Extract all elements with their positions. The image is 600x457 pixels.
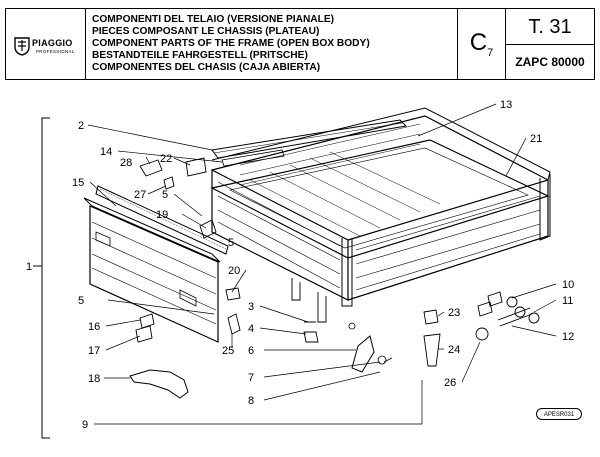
- callout-27: 27: [134, 189, 146, 201]
- section-code: C7: [469, 29, 494, 59]
- callout-3: 3: [248, 301, 254, 313]
- callout-8: 8: [248, 395, 254, 407]
- callout-25: 25: [222, 345, 234, 357]
- piaggio-logo: PIAGGIO PROFESSIONAL: [14, 35, 78, 57]
- callout-10: 10: [562, 279, 574, 291]
- callout-5b: 5: [78, 295, 84, 307]
- title-en: COMPONENT PARTS OF THE FRAME (OPEN BOX B…: [92, 38, 370, 50]
- callout-6: 6: [248, 345, 254, 357]
- part-25: [227, 313, 241, 335]
- part-26: [475, 327, 489, 341]
- callout-labels: 1 2 3 4 5 5 5 6 7 8 9 10 11 12 13 14 15 …: [26, 99, 574, 431]
- callout-21: 21: [530, 133, 542, 145]
- callout-1: 1: [26, 261, 32, 273]
- title-de: BESTANDTEILE FAHRGESTELL (PRITSCHE): [92, 50, 308, 62]
- title-it: COMPONENTI DEL TELAIO (VERSIONE PIANALE): [92, 14, 335, 25]
- part-28: [139, 159, 163, 177]
- group-bracket: [41, 117, 50, 439]
- title-fr: PIECES COMPOSANT LE CHASSIS (PLATEAU): [92, 26, 320, 38]
- callout-26: 26: [444, 377, 456, 389]
- drawing-reference-stamp: APESR031: [536, 408, 582, 420]
- callout-2: 2: [78, 120, 84, 132]
- logo-cell: PIAGGIO PROFESSIONAL: [6, 9, 86, 79]
- model-code: ZAPC 80000: [515, 55, 585, 69]
- callout-4: 4: [248, 323, 254, 335]
- box-body-drawing: [210, 107, 551, 330]
- code-cell: T. 31 ZAPC 80000: [506, 9, 594, 79]
- callout-28: 28: [120, 157, 132, 169]
- callout-11: 11: [562, 295, 573, 307]
- leader-lines: [87, 103, 557, 425]
- piaggio-shield-icon: [14, 37, 30, 56]
- callout-18: 18: [88, 373, 100, 385]
- top-rail: [211, 119, 408, 159]
- callout-17: 17: [88, 345, 100, 357]
- callout-19: 19: [156, 209, 168, 221]
- titles-cell: COMPONENTI DEL TELAIO (VERSIONE PIANALE)…: [86, 9, 458, 79]
- part-23: [423, 309, 439, 325]
- part-18: [129, 369, 189, 399]
- callout-13: 13: [500, 99, 512, 111]
- title-block: PIAGGIO PROFESSIONAL COMPONENTI DEL TELA…: [5, 8, 595, 80]
- part-17: [135, 325, 153, 343]
- callout-24: 24: [448, 344, 460, 356]
- brand-name: PIAGGIO: [32, 38, 73, 48]
- part-22: [185, 157, 207, 177]
- section-cell: C7: [458, 9, 506, 79]
- callout-14: 14: [100, 146, 112, 158]
- callout-12: 12: [562, 331, 574, 343]
- part-16: [139, 313, 155, 329]
- callout-15: 15: [72, 177, 84, 189]
- bolts: [477, 291, 503, 317]
- callout-7: 7: [248, 372, 254, 384]
- part-3-4: [303, 321, 319, 343]
- part-24: [423, 333, 441, 367]
- part-7: [377, 355, 387, 365]
- table-number: T. 31: [506, 9, 594, 45]
- callout-5c: 5: [228, 237, 234, 249]
- part-6: [351, 335, 375, 373]
- title-es: COMPONENTES DEL CHASIS (CAJA ABIERTA): [92, 62, 321, 74]
- callout-20: 20: [228, 265, 240, 277]
- callout-9: 9: [82, 419, 88, 431]
- tailgate-drawing: [83, 185, 229, 343]
- callout-23: 23: [448, 307, 460, 319]
- callout-22: 22: [160, 153, 172, 165]
- part-19: [199, 219, 217, 239]
- callout-5a: 5: [162, 189, 168, 201]
- callout-16: 16: [88, 321, 100, 333]
- brand-sub: PROFESSIONAL: [36, 49, 75, 54]
- part-27: [163, 176, 175, 190]
